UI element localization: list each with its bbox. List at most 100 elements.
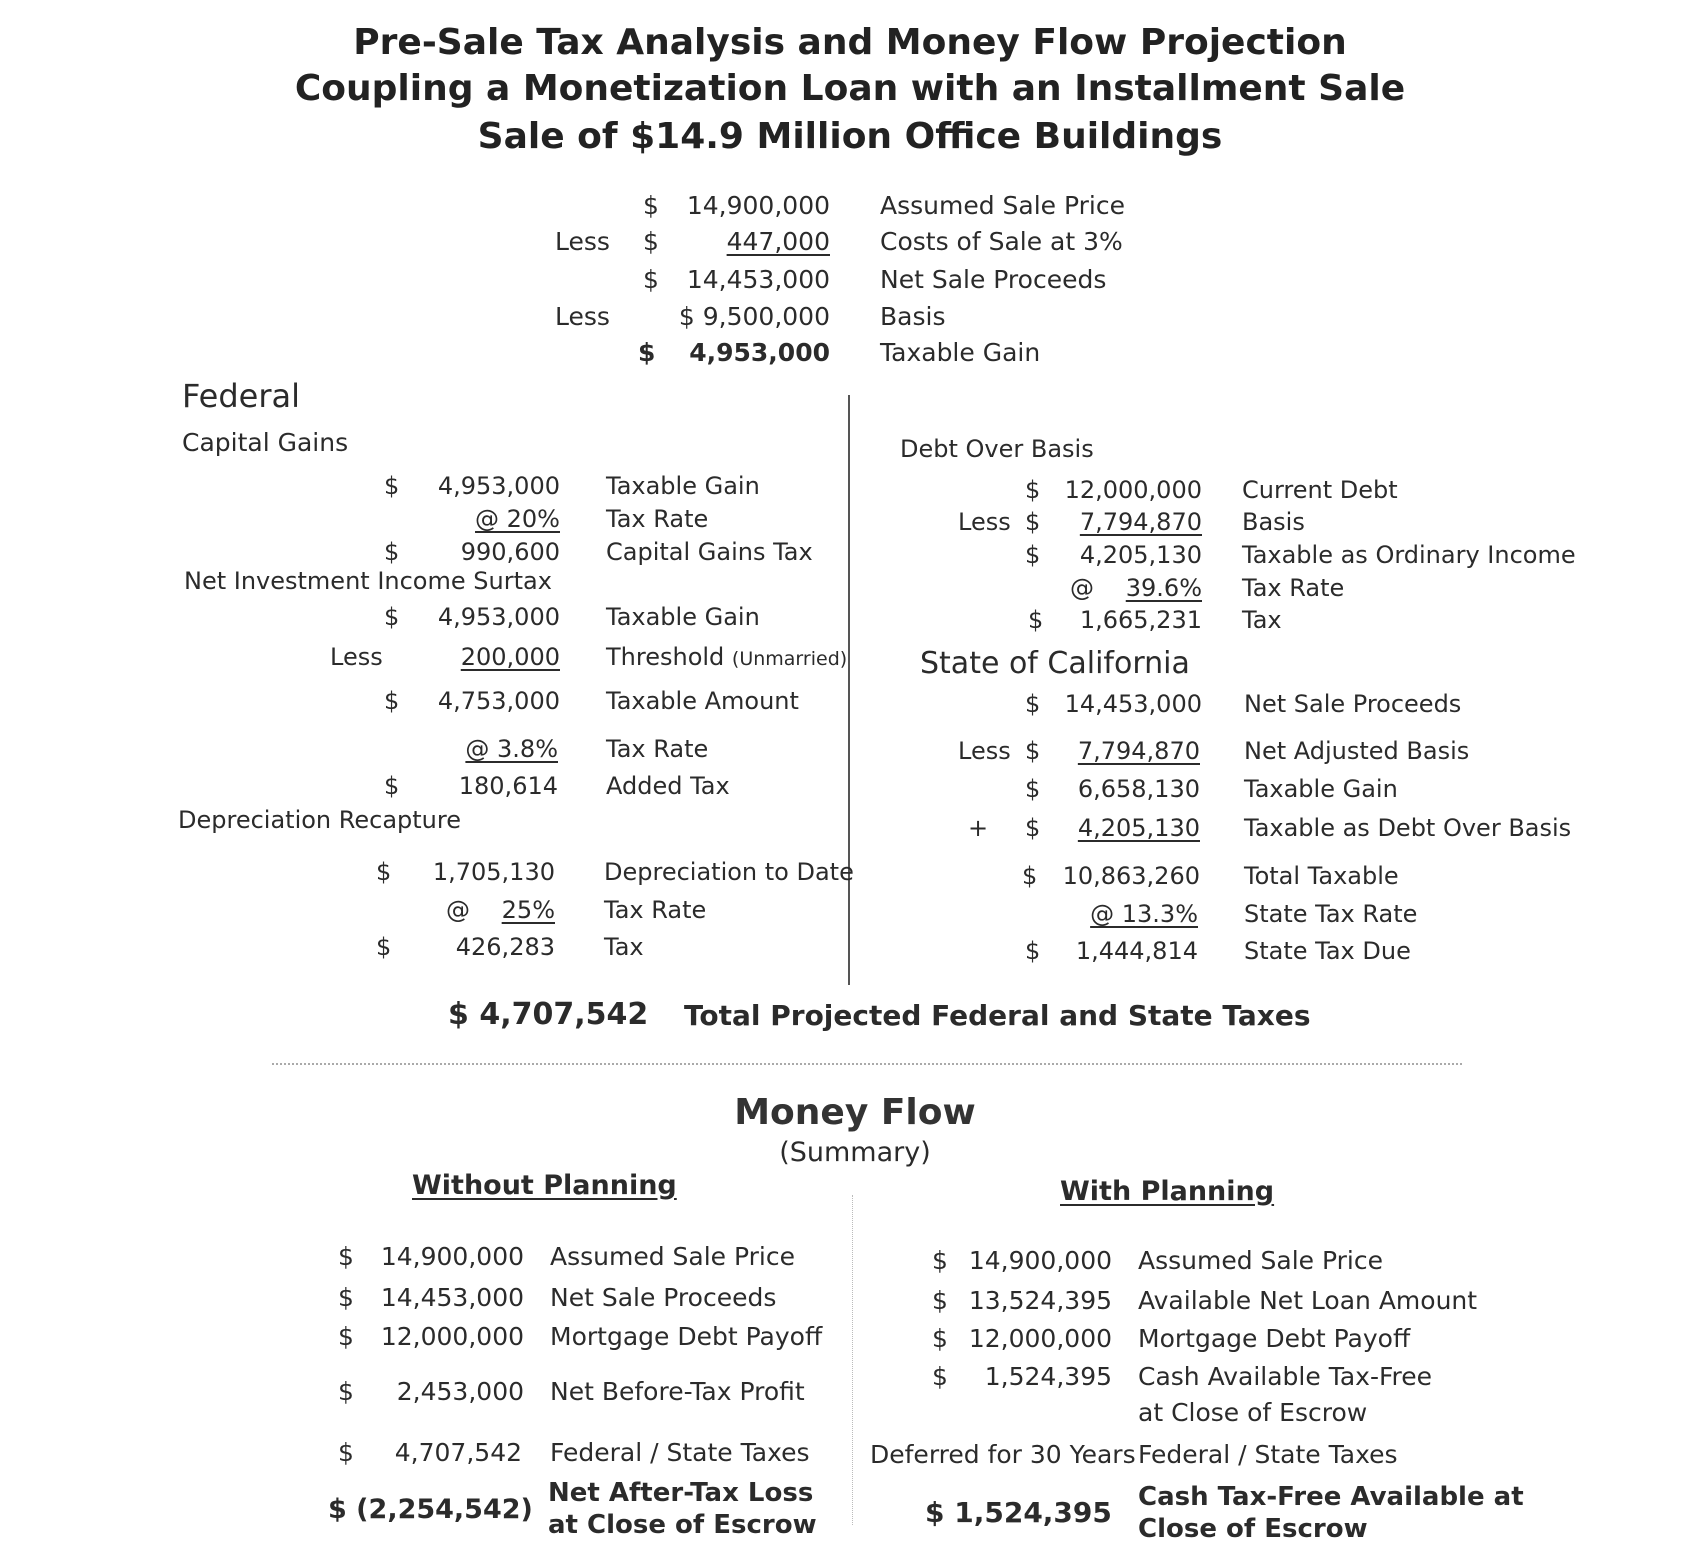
summary-sign-4: $ — [638, 338, 656, 367]
dob-label-0: Current Debt — [1242, 476, 1398, 504]
cg-amount-0: 4,953,000 — [437, 472, 560, 500]
dep-label-0: Depreciation to Date — [604, 858, 854, 886]
dob-sign-4: $ — [1028, 606, 1044, 634]
ca-label-2: Taxable Gain — [1244, 775, 1398, 803]
with-amount-1: 13,524,395 — [968, 1286, 1112, 1315]
without-amount-4: 4,707,542 — [394, 1438, 522, 1467]
ca-label-4: Total Taxable — [1244, 862, 1399, 890]
with-amount-2: 12,000,000 — [968, 1324, 1112, 1353]
niit-amount-4: 180,614 — [458, 772, 558, 800]
dob-amount-3: 39.6% — [1125, 574, 1202, 602]
without-sign-3: $ — [338, 1377, 354, 1406]
ca-sign-6: $ — [1025, 937, 1041, 965]
ca-sign-4: $ — [1022, 862, 1038, 890]
summary-amount-3: $ 9,500,000 — [678, 302, 830, 331]
niit-amount-1: 200,000 — [460, 643, 560, 671]
ca-prefix-3: + — [968, 814, 989, 842]
ca-label-6: State Tax Due — [1244, 937, 1411, 965]
with-deferred-amount: Deferred for 30 Years — [870, 1440, 1136, 1469]
cg-label-2: Capital Gains Tax — [606, 538, 813, 566]
ca-label-5: State Tax Rate — [1244, 900, 1418, 928]
with-label-1: Available Net Loan Amount — [1138, 1286, 1478, 1315]
california-heading: State of California — [920, 646, 1190, 681]
niit-label-3: Tax Rate — [606, 735, 709, 763]
dob-sign-3: @ — [1070, 574, 1094, 602]
total-label: Total Projected Federal and State Taxes — [684, 999, 1311, 1032]
niit-prefix-1: Less — [330, 643, 383, 671]
ca-amount-5: @ 13.3% — [1090, 900, 1198, 928]
title-line-2: Coupling a Monetization Loan with an Ins… — [294, 68, 1406, 109]
federal-heading: Federal — [182, 377, 300, 415]
without-sign-1: $ — [338, 1283, 354, 1312]
dob-prefix-1: Less — [958, 508, 1011, 536]
niit-sign-2: $ — [384, 687, 400, 715]
with-final-label-2: Close of Escrow — [1138, 1514, 1368, 1544]
dep-label-2: Tax — [604, 933, 644, 961]
ca-label-3: Taxable as Debt Over Basis — [1244, 814, 1572, 842]
summary-prefix-3: Less — [555, 302, 610, 331]
ca-amount-0: 14,453,000 — [1064, 690, 1202, 718]
section-separator — [272, 1063, 1462, 1065]
ca-sign-0: $ — [1025, 690, 1041, 718]
ca-amount-4: 10,863,260 — [1062, 862, 1200, 890]
with-final-amount: $ 1,524,395 — [925, 1496, 1112, 1529]
cg-amount-2: 990,600 — [460, 538, 560, 566]
niit-amount-3: @ 3.8% — [465, 735, 558, 763]
summary-amount-2: 14,453,000 — [686, 265, 830, 294]
dep-sign-2: $ — [376, 933, 392, 961]
summary-label-4: Taxable Gain — [880, 338, 1041, 367]
dep-sign-0: $ — [376, 858, 392, 886]
cg-sign-0: $ — [384, 472, 400, 500]
with-planning-heading: With Planning — [1060, 1176, 1275, 1207]
with-label-0: Assumed Sale Price — [1138, 1246, 1383, 1275]
without-label-3: Net Before-Tax Profit — [550, 1377, 805, 1406]
without-label-2: Mortgage Debt Payoff — [550, 1322, 823, 1351]
cg-sign-2: $ — [384, 538, 400, 566]
with-sign-3: $ — [932, 1362, 948, 1391]
without-sign-0: $ — [338, 1242, 354, 1271]
summary-amount-0: 14,900,000 — [686, 191, 830, 220]
with-sign-1: $ — [932, 1286, 948, 1315]
debt-over-basis-heading: Debt Over Basis — [900, 435, 1094, 463]
dep-amount-0: 1,705,130 — [432, 858, 555, 886]
with-label-3: Cash Available Tax-Free — [1138, 1362, 1433, 1391]
ca-label-1: Net Adjusted Basis — [1244, 737, 1470, 765]
with-label-2: Mortgage Debt Payoff — [1138, 1324, 1411, 1353]
ca-amount-1: 7,794,870 — [1077, 737, 1200, 765]
dob-amount-4: 1,665,231 — [1079, 606, 1202, 634]
dob-sign-1: $ — [1025, 508, 1041, 536]
niit-threshold-note: (Unmarried) — [731, 648, 848, 670]
cg-label-0: Taxable Gain — [606, 472, 760, 500]
ca-sign-3: $ — [1025, 814, 1041, 842]
ca-prefix-1: Less — [958, 737, 1011, 765]
niit-label-1: Threshold (Unmarried) — [606, 643, 848, 671]
summary-prefix-1: Less — [555, 227, 610, 256]
with-sign-2: $ — [932, 1324, 948, 1353]
title-line-1: Pre-Sale Tax Analysis and Money Flow Pro… — [353, 22, 1347, 63]
without-final-label-2: at Close of Escrow — [548, 1510, 817, 1540]
total-amount: $ 4,707,542 — [448, 997, 649, 1032]
summary-sign-0: $ — [643, 191, 659, 220]
without-sign-2: $ — [338, 1322, 354, 1351]
dob-sign-0: $ — [1025, 476, 1041, 504]
capital-gains-heading: Capital Gains — [182, 428, 349, 457]
money-flow-heading: Money Flow — [734, 1092, 976, 1133]
summary-label-1: Costs of Sale at 3% — [880, 227, 1123, 256]
with-amount-0: 14,900,000 — [968, 1246, 1112, 1275]
without-planning-heading: Without Planning — [412, 1170, 677, 1201]
with-amount-3: 1,524,395 — [984, 1362, 1112, 1391]
money-flow-divider — [852, 1195, 853, 1525]
ca-label-0: Net Sale Proceeds — [1244, 690, 1462, 718]
without-amount-1: 14,453,000 — [380, 1283, 524, 1312]
summary-amount-4: 4,953,000 — [689, 338, 830, 367]
dob-amount-2: 4,205,130 — [1079, 541, 1202, 569]
money-flow-subheading: (Summary) — [779, 1137, 931, 1168]
with-sign-0: $ — [932, 1246, 948, 1275]
with-deferred-label: Federal / State Taxes — [1138, 1440, 1398, 1469]
dob-sign-2: $ — [1025, 541, 1041, 569]
without-label-0: Assumed Sale Price — [550, 1242, 795, 1271]
dob-label-2: Taxable as Ordinary Income — [1242, 541, 1576, 569]
summary-sign-2: $ — [643, 265, 659, 294]
dep-amount-1: 25% — [501, 896, 555, 924]
summary-amount-1: 447,000 — [726, 227, 830, 256]
